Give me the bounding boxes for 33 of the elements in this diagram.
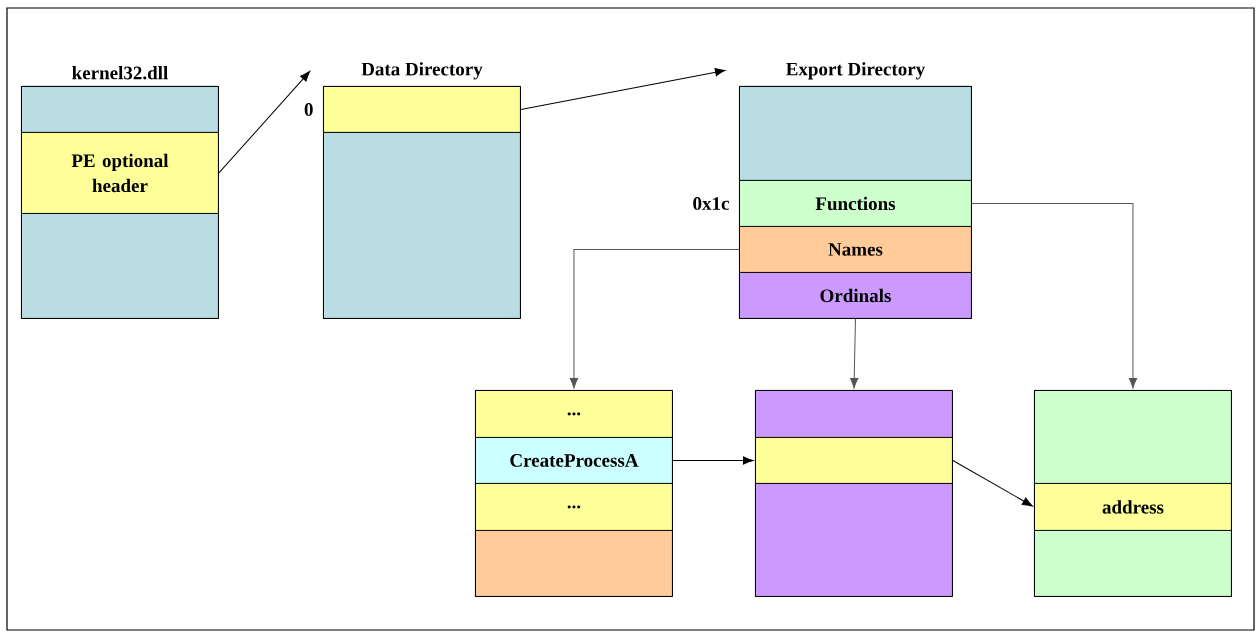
empty-cell	[755, 390, 953, 438]
empty-cell	[1034, 390, 1232, 484]
table-cell: address	[1034, 483, 1232, 531]
arrow	[218, 71, 311, 174]
table-cell: Ordinals	[739, 272, 972, 319]
table-outline	[755, 390, 953, 597]
empty-cell	[755, 483, 953, 597]
table-outline	[475, 390, 673, 597]
arrow	[569, 248, 740, 389]
arrow	[952, 459, 1033, 507]
arrow	[971, 202, 1138, 389]
empty-cell	[323, 132, 521, 319]
empty-cell	[21, 213, 219, 319]
offset-label: 0	[304, 103, 313, 116]
table-cell: Functions	[739, 180, 972, 227]
empty-cell	[755, 437, 953, 484]
arrow	[850, 318, 859, 389]
offset-label: 0x1c	[693, 197, 729, 210]
table-cell: ...	[475, 483, 673, 531]
empty-cell	[1034, 530, 1232, 597]
table-cell: CreateProcessA	[475, 437, 673, 484]
table-outline	[1034, 390, 1232, 597]
table-cell: PE optional header	[21, 132, 219, 214]
empty-cell	[739, 86, 972, 181]
empty-cell	[21, 86, 219, 133]
table-cell: ...	[475, 390, 673, 438]
arrow	[672, 456, 754, 465]
table-cell: Names	[739, 226, 972, 273]
empty-cell	[475, 530, 673, 597]
arrow	[520, 68, 726, 110]
table-title: Data Directory	[361, 62, 483, 80]
table-title: Export Directory	[786, 62, 925, 80]
table-title: kernel32.dll	[72, 66, 168, 80]
